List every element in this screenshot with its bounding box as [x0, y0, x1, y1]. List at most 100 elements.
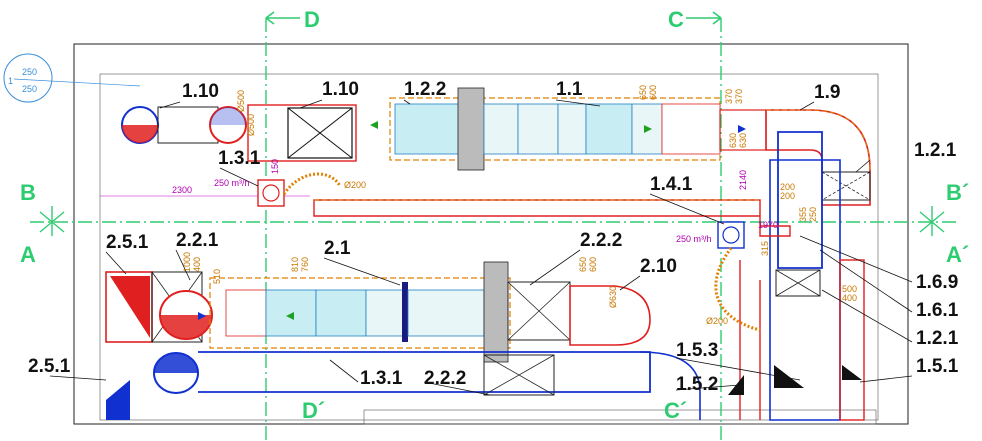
dim-250-left: 250 m³/h: [214, 178, 250, 188]
elbow-duct-1-9-outline: [766, 109, 871, 171]
label-1-5-1: 1.5.1: [916, 356, 959, 377]
flex-duct-upper: [282, 172, 342, 195]
cross-mark-right-icon: [919, 206, 945, 236]
damper-2-2-2-b: [483, 354, 555, 396]
mark-D: D: [304, 7, 320, 32]
corner-tag-bottom: 250: [22, 84, 37, 94]
flow-arrow-icon: [286, 312, 294, 320]
duct-2-10: [569, 285, 651, 346]
label-2-2-2-b: 2.2.2: [424, 368, 466, 389]
label-2-10: 2.10: [640, 256, 677, 277]
duct-red-upper: [247, 104, 357, 162]
dim-370a: 370: [724, 89, 734, 104]
label-2-5-1-b: 2.5.1: [28, 356, 71, 377]
flex-duct-lower: [714, 247, 761, 332]
riser-red: [739, 260, 761, 420]
ahu-section-d: [585, 103, 633, 155]
dim-630a: 630: [728, 133, 738, 148]
duct-blue-bend: [639, 351, 701, 420]
mark-C: C: [668, 7, 684, 32]
cross-mark-left-icon: [39, 206, 65, 236]
damper-2-2-2-a-x-icon: [507, 281, 571, 341]
label-1-9: 1.9: [814, 82, 840, 103]
intake-hood-1-10b-fill: [210, 107, 246, 125]
corner-tag-circle: [3, 53, 53, 103]
inner-wall: [99, 73, 879, 421]
duct-red-right: [839, 259, 865, 421]
dim-500-a: Ø500: [236, 90, 246, 112]
ahu2-section-d: [365, 289, 407, 337]
mark-D-prime: D´: [302, 398, 325, 423]
dim-370b: 370: [734, 89, 744, 104]
label-2-2-2-a: 2.2.2: [580, 230, 622, 251]
arrow-C-icon: [686, 11, 722, 25]
ahu2-section-a: [225, 289, 267, 337]
label-2-1: 2.1: [324, 238, 351, 259]
ahu-1-2-2-section: [394, 103, 461, 155]
dim-250-right: 250 m³/h: [676, 234, 712, 244]
ahu2-filter-bar: [402, 282, 408, 342]
label-1-5-3: 1.5.3: [676, 340, 718, 361]
dim-650b: 650: [578, 257, 588, 272]
label-1-6-9: 1.6.9: [916, 272, 958, 293]
label-1-3-1: 1.3.1: [218, 148, 261, 169]
dim-600: 600: [648, 85, 658, 100]
dim-500: 500: [842, 284, 857, 294]
label-1-2-2: 1.2.2: [404, 79, 446, 100]
dim-1970: 1970: [758, 220, 778, 230]
intake-hood-1-10b-icon: [209, 106, 247, 144]
ahu2-rotor: [483, 261, 509, 363]
ahu2-section-e: [407, 289, 485, 337]
dim-650: 650: [638, 85, 648, 100]
dim-630b: 630: [738, 133, 748, 148]
label-1-5-2: 1.5.2: [676, 374, 718, 395]
grille-2-5-1-b-icon: [106, 380, 130, 420]
corner-tag-leader: [13, 78, 141, 87]
mark-A-prime: A´: [946, 242, 969, 267]
damper-x-icon: [821, 171, 871, 201]
ahu2-section-c: [315, 289, 367, 337]
ahu-section-a: [483, 103, 519, 155]
grille-1-5-1-icon: [842, 365, 862, 380]
mark-B-prime: B´: [946, 180, 969, 205]
duct-blue-lower: [198, 351, 651, 393]
duct-horizontal-middle: [313, 199, 791, 237]
label-1-6-1: 1.6.1: [916, 300, 959, 321]
flow-arrow-icon: [198, 312, 206, 320]
intake-2-5-1-a-fill: [110, 276, 150, 338]
ahu2-section-b: [265, 289, 317, 337]
damper-x-icon: [775, 269, 821, 297]
bottom-wall: [363, 409, 877, 425]
dim-200-a: 200: [780, 182, 795, 192]
label-1-2-1-b: 1.2.1: [916, 328, 959, 349]
dim-2300: 2300: [172, 185, 192, 195]
dim-1000: 1000: [182, 252, 192, 272]
fan-2-2-1-fill: [160, 315, 212, 339]
label-1-10-b: 1.10: [322, 79, 359, 100]
leader-lines: [49, 99, 913, 396]
duct-blue-vertical: [777, 131, 823, 269]
mark-B: B: [20, 180, 36, 205]
damper-box-1-10: [287, 107, 353, 159]
label-2-5-1-a: 2.5.1: [106, 232, 149, 253]
dim-400: 400: [842, 293, 857, 303]
damper-1-2-1-b: [775, 269, 821, 297]
ahu-rotor-section: [457, 87, 485, 171]
dim-760: 760: [300, 257, 310, 272]
dim-510: 510: [212, 269, 222, 284]
flow-arrow-icon: [370, 121, 378, 129]
dim-315: 315: [760, 241, 770, 256]
dim-400v: 400: [192, 257, 202, 272]
corner-tag-one: 1: [8, 76, 13, 86]
fan-1-4-1-icon: [717, 221, 745, 249]
ahu-section-b: [517, 103, 559, 155]
ahu-section-c: [557, 103, 587, 155]
dim-200-left: Ø200: [344, 180, 366, 190]
dim-2140: 2140: [738, 170, 748, 190]
intake-hood-blue-fill: [154, 353, 198, 373]
dim-200-bottom: Ø200: [706, 316, 728, 326]
flow-arrow-icon: [644, 125, 652, 133]
flow-arrow-icon: [738, 125, 746, 133]
dim-200-b: 200: [780, 191, 795, 201]
